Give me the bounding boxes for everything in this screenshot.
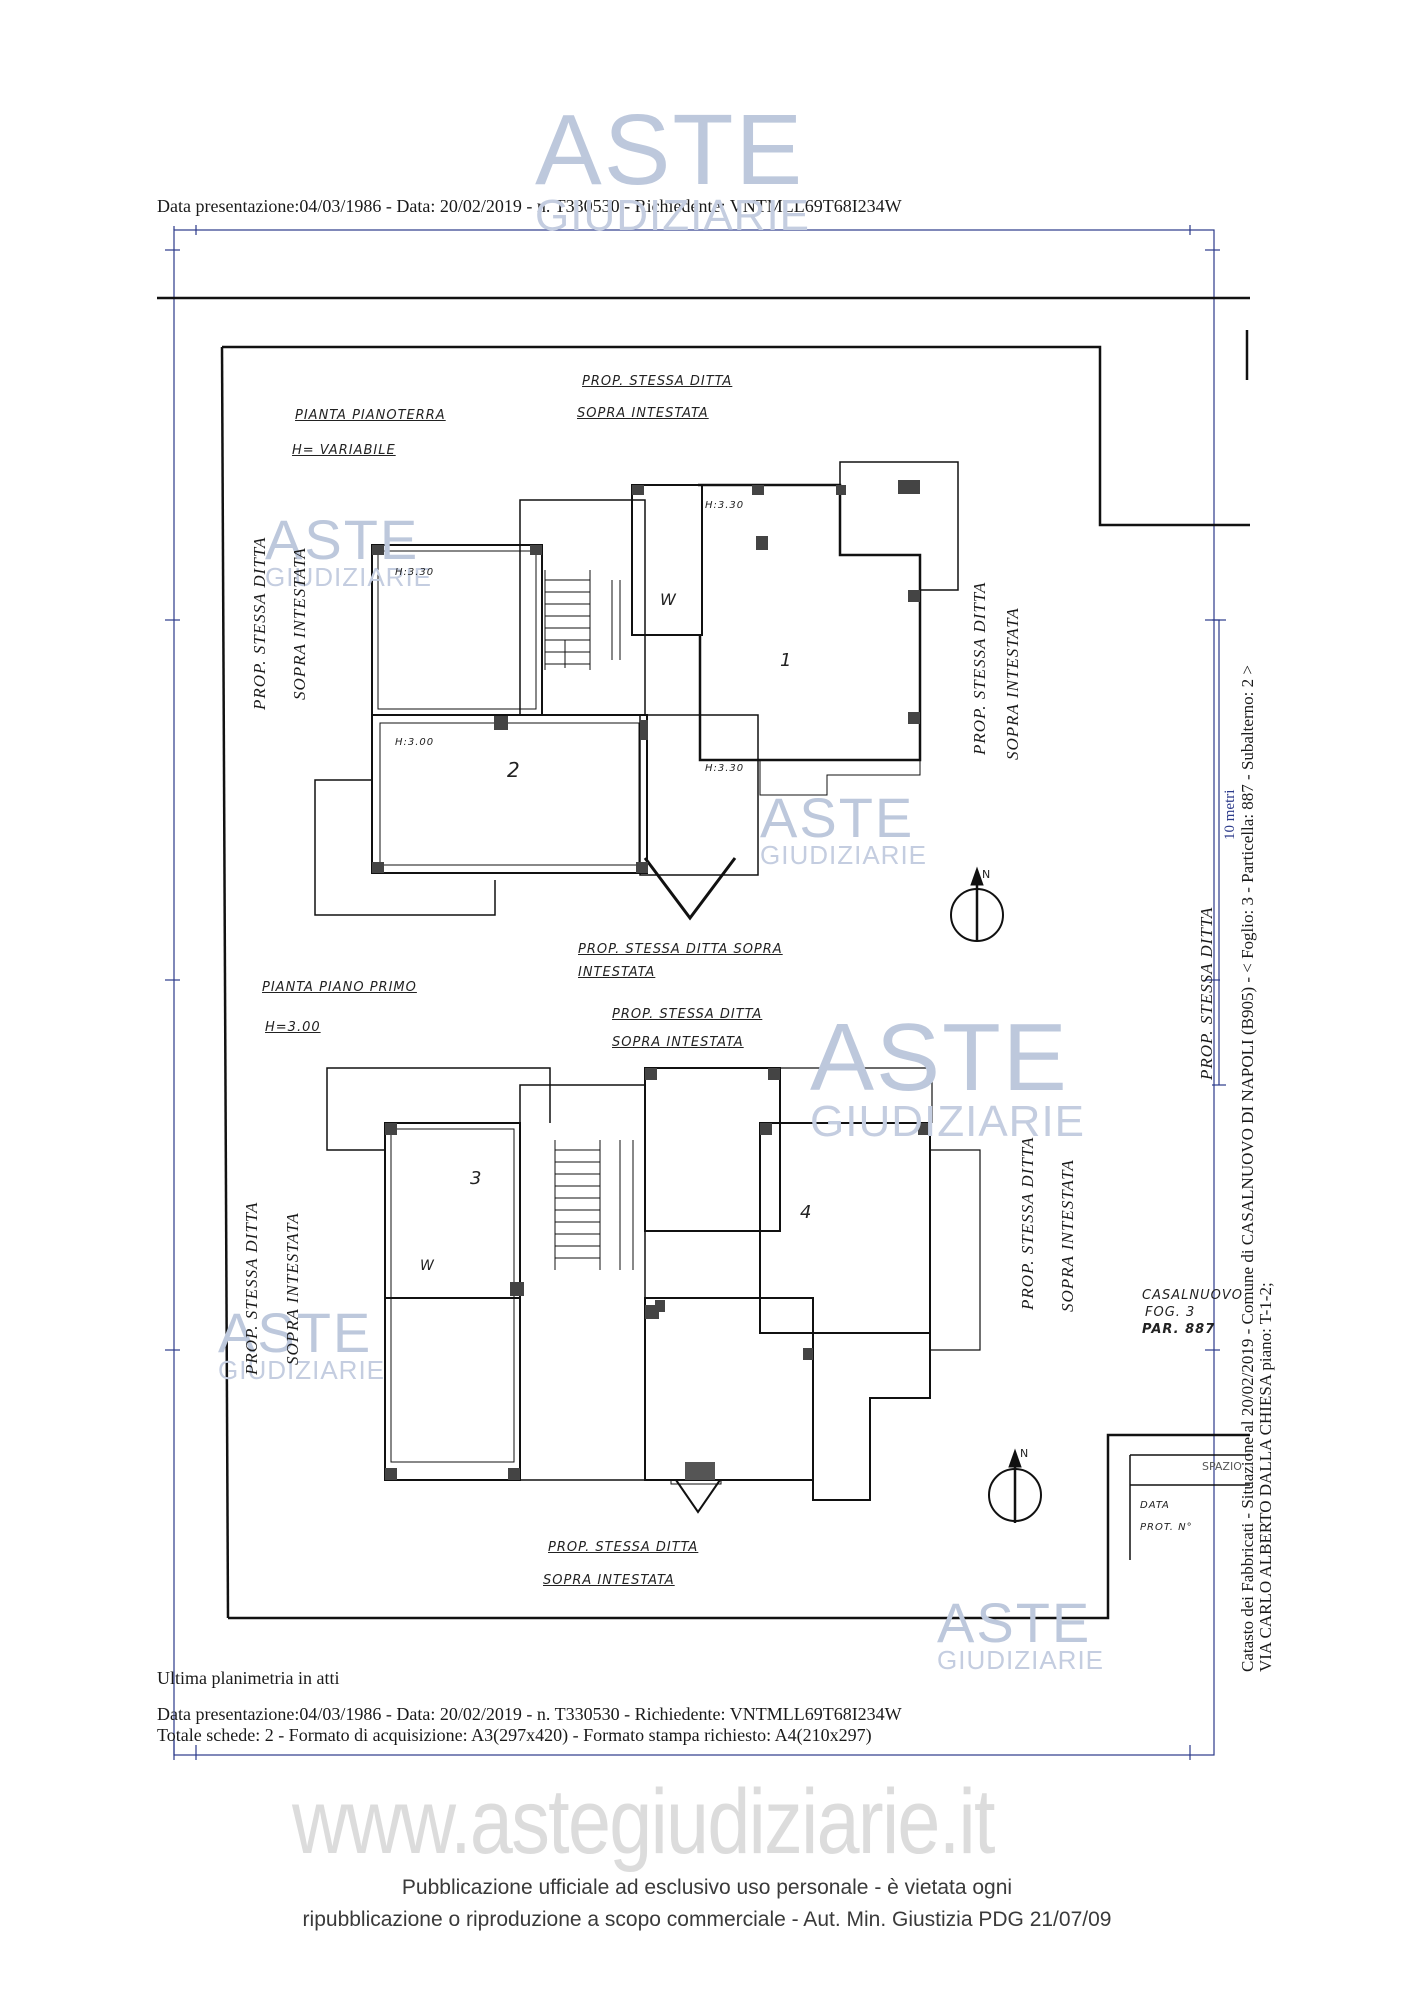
gf-neighbor-bottom-1: PROP. STESSA DITTA SOPRA	[578, 942, 783, 957]
ff-neighbor-bottom-2: SOPRA INTESTATA	[543, 1573, 675, 1588]
aste-watermark-logo-6: ASTE GIUDIZIARIE	[937, 1591, 1105, 1675]
north-compass-icon	[950, 866, 1004, 942]
gf-neighbor-top-2: SOPRA INTESTATA	[577, 406, 709, 421]
aste-watermark-logo-4: ASTE GIUDIZIARIE	[810, 1004, 1086, 1146]
parcel-note-parcel: PAR. 887	[1142, 1322, 1216, 1337]
ground-floor-plan	[314, 461, 959, 921]
gf-neighbor-top-1: PROP. STESSA DITTA	[582, 374, 733, 389]
last-plan-note: Ultima planimetria in atti	[157, 1668, 340, 1688]
stamp-box	[1129, 1454, 1250, 1560]
scale-bar	[1212, 619, 1226, 1086]
ff-room-wc: W	[420, 1258, 435, 1274]
parcel-note-town: CASALNUOVO	[1142, 1288, 1243, 1303]
first-floor-height: H=3.00	[265, 1020, 321, 1035]
ground-floor-height: H= VARIABILE	[292, 443, 396, 458]
gf-height-left-bottom: H:3.00	[395, 737, 435, 748]
scale-label: 10 metri	[1222, 789, 1238, 840]
ff-room-4: 4	[800, 1202, 813, 1223]
footer-format-line: Totale schede: 2 - Formato di acquisizio…	[157, 1725, 872, 1745]
drawing-border	[157, 296, 1250, 1620]
aste-watermark-logo: ASTE GIUDIZIARIE	[535, 94, 811, 240]
stamp-box-date-label: DATA	[1140, 1500, 1170, 1511]
footer-presentation-line: Data presentazione:04/03/1986 - Data: 20…	[157, 1704, 902, 1724]
cadastre-side-text-2: VIA CARLO ALBERTO DALLA CHIESA piano: T-…	[1256, 1282, 1275, 1672]
gf-height-left-top: H:3.30	[395, 567, 435, 578]
ff-neighbor-top-1: PROP. STESSA DITTA	[612, 1007, 763, 1022]
gf-north-label: N	[982, 868, 992, 881]
first-floor-plan	[326, 1067, 981, 1514]
gf-height-right-top: H:3.30	[705, 500, 745, 511]
cadastre-side-text-1: Catasto dei Fabbricati - Situazione al 2…	[1238, 665, 1257, 1672]
gf-neighbor-left-1: PROP. STESSA DITTA	[250, 536, 269, 710]
aste-watermark-logo-5: ASTE GIUDIZIARIE	[218, 1301, 386, 1385]
ground-floor-title: PIANTA PIANOTERRA	[295, 408, 446, 423]
gf-room-2: 2	[507, 758, 521, 782]
ff-room-3: 3	[470, 1168, 483, 1189]
first-floor-title: PIANTA PIANO PRIMO	[262, 980, 417, 995]
gf-neighbor-right-2: SOPRA INTESTATA	[1003, 607, 1022, 760]
publication-notice-1: Pubblicazione ufficiale ad esclusivo uso…	[401, 1876, 1013, 1899]
ff-neighbor-far-right: PROP. STESSA DITTA	[1197, 906, 1216, 1080]
stamp-box-prot-label: PROT. N°	[1140, 1522, 1193, 1533]
stamp-box-title: SPAZIO	[1202, 1460, 1242, 1473]
sheet-frame	[165, 225, 1220, 1760]
aste-watermark-logo-2: ASTE GIUDIZIARIE	[265, 508, 433, 592]
gf-room-1: 1	[780, 650, 793, 671]
site-watermark: www.astegiudiziarie.it	[292, 1771, 995, 1873]
header-presentation-line: Data presentazione:04/03/1986 - Data: 20…	[157, 196, 902, 216]
gf-neighbor-left-2: SOPRA INTESTATA	[290, 547, 309, 700]
aste-watermark-logo-3: ASTE GIUDIZIARIE	[760, 786, 928, 870]
gf-room-wc: W	[660, 590, 677, 609]
ff-neighbor-left-2: SOPRA INTESTATA	[283, 1212, 302, 1365]
north-compass-icon-2	[988, 1448, 1042, 1523]
gf-neighbor-right-1: PROP. STESSA DITTA	[970, 581, 989, 755]
ff-neighbor-top-2: SOPRA INTESTATA	[612, 1035, 744, 1050]
gf-height-right-bottom: H:3.30	[705, 763, 745, 774]
ff-north-label: N	[1020, 1447, 1030, 1460]
ff-neighbor-left-1: PROP. STESSA DITTA	[242, 1201, 261, 1375]
ff-neighbor-right-1: PROP. STESSA DITTA	[1018, 1136, 1037, 1310]
gf-neighbor-bottom-2: INTESTATA	[578, 965, 656, 980]
publication-notice-2: ripubblicazione o riproduzione a scopo c…	[302, 1908, 1112, 1931]
ff-neighbor-bottom-1: PROP. STESSA DITTA	[548, 1540, 699, 1555]
parcel-note-sheet: FOG. 3	[1145, 1305, 1196, 1320]
ff-neighbor-right-2: SOPRA INTESTATA	[1058, 1159, 1077, 1312]
